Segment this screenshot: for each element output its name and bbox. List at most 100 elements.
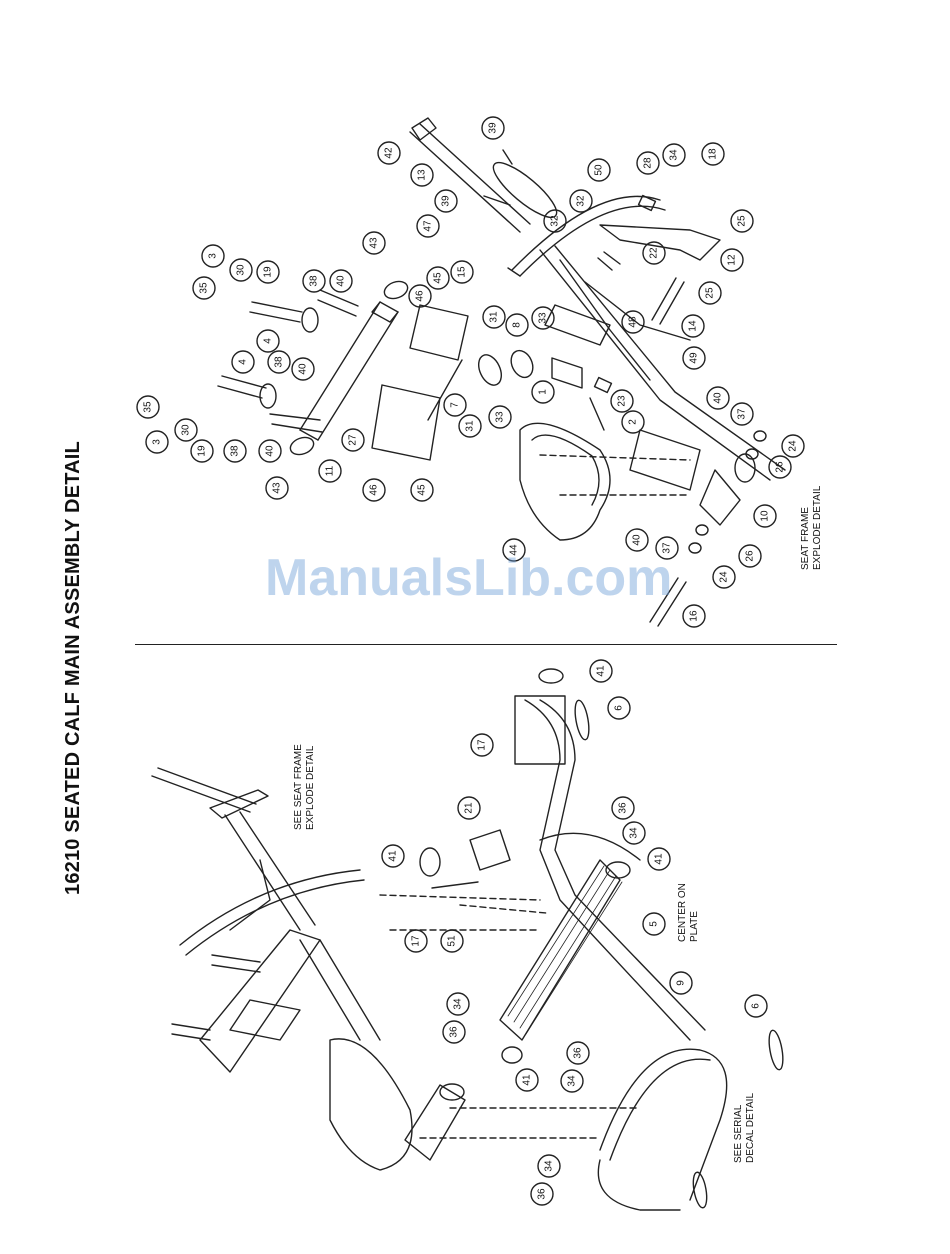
callout-37: 37 [662,542,673,554]
seat-pad-assembled [329,1038,413,1171]
part-21-bracket [469,829,511,871]
callout-38: 38 [309,275,320,287]
callout-1: 1 [538,389,549,395]
part-9-frame [524,699,706,1041]
callout-40: 40 [265,445,276,457]
part-50-decal [637,194,657,212]
callout-36: 36 [573,1047,584,1059]
part-top-plate [492,161,558,219]
part-1-post [551,357,583,389]
callout-14: 14 [688,320,699,332]
callout-19: 19 [263,266,274,278]
bottom-assembly-group [151,668,784,1211]
part-17-pad [514,695,566,765]
callout-43: 43 [272,482,283,494]
callout-35: 35 [143,401,154,413]
callout-46: 46 [415,290,426,302]
post-top [151,767,257,813]
callout-31: 31 [489,311,500,323]
callout-41: 41 [522,1074,533,1086]
foot-6-top [574,699,590,741]
foot-6-right [768,1029,784,1071]
callout-38: 38 [230,445,241,457]
callout-24: 24 [788,440,799,452]
part-13-pin [409,123,531,233]
part-48-sleeve [544,304,611,346]
callout-38: 38 [274,356,285,368]
callout-42: 42 [384,147,395,159]
callout-21: 21 [464,802,475,814]
callout-34: 34 [453,998,464,1010]
part-10-roller [699,469,741,526]
callout-9: 9 [676,980,687,986]
top-explode-group [217,117,786,627]
part-seat-plate [629,429,701,491]
callout-39: 39 [488,122,499,134]
callout-34: 34 [544,1160,555,1172]
callout-35: 35 [199,282,210,294]
base-u-frame [599,1048,728,1201]
callout-13: 13 [417,169,428,181]
callout-51: 51 [447,935,458,947]
callout-37: 37 [737,408,748,420]
callout-17: 17 [477,739,488,751]
callout-6: 6 [751,1003,762,1009]
callout-41: 41 [388,850,399,862]
callout-18: 18 [708,148,719,160]
part-8-ring [510,349,534,379]
part-45-pad-upper [409,304,469,361]
callout-32: 32 [576,195,587,207]
callout-16: 16 [689,610,700,622]
callout-5: 5 [649,921,660,927]
part-44-seat [519,422,611,541]
handle-curve [179,869,365,956]
callout-36: 36 [537,1188,548,1200]
callout-43: 43 [369,237,380,249]
part-11-frame [299,301,399,441]
part-19-horn-upper [249,301,303,323]
part-31-ring [477,354,503,386]
part-5-footplate [499,859,621,1041]
callout-40: 40 [632,534,643,546]
callout-39: 39 [441,195,452,207]
part-16-tube [649,577,687,627]
callout-6: 6 [614,705,625,711]
callout-17: 17 [411,935,422,947]
callout-26: 26 [745,550,756,562]
callout-40: 40 [713,392,724,404]
callout-30: 30 [181,424,192,436]
part-49-decal [593,376,613,394]
callout-24: 24 [719,571,730,583]
callout-41: 41 [654,853,665,865]
callout-28: 28 [643,157,654,169]
part-19-horn-lower [217,375,267,399]
callout-12: 12 [727,254,738,266]
callout-8: 8 [512,322,523,328]
callout-22: 22 [649,247,660,259]
callout-34: 34 [669,149,680,161]
callout-50: 50 [594,164,605,176]
callout-25: 25 [705,287,716,299]
callout-32: 32 [550,215,561,227]
callout-3: 3 [208,253,219,259]
callout-36: 36 [618,802,629,814]
callout-40: 40 [336,275,347,287]
callout-46: 46 [369,484,380,496]
bottom-callouts [381,659,768,1206]
callout-41: 41 [596,665,607,677]
callout-4: 4 [238,359,249,365]
callout-30: 30 [236,264,247,276]
callout-31: 31 [465,420,476,432]
part-45-pad-lower [371,384,441,461]
section-divider [135,644,837,645]
callout-23: 23 [617,395,628,407]
callout-34: 34 [629,827,640,839]
plate-top [209,789,269,819]
callout-10: 10 [760,510,771,522]
